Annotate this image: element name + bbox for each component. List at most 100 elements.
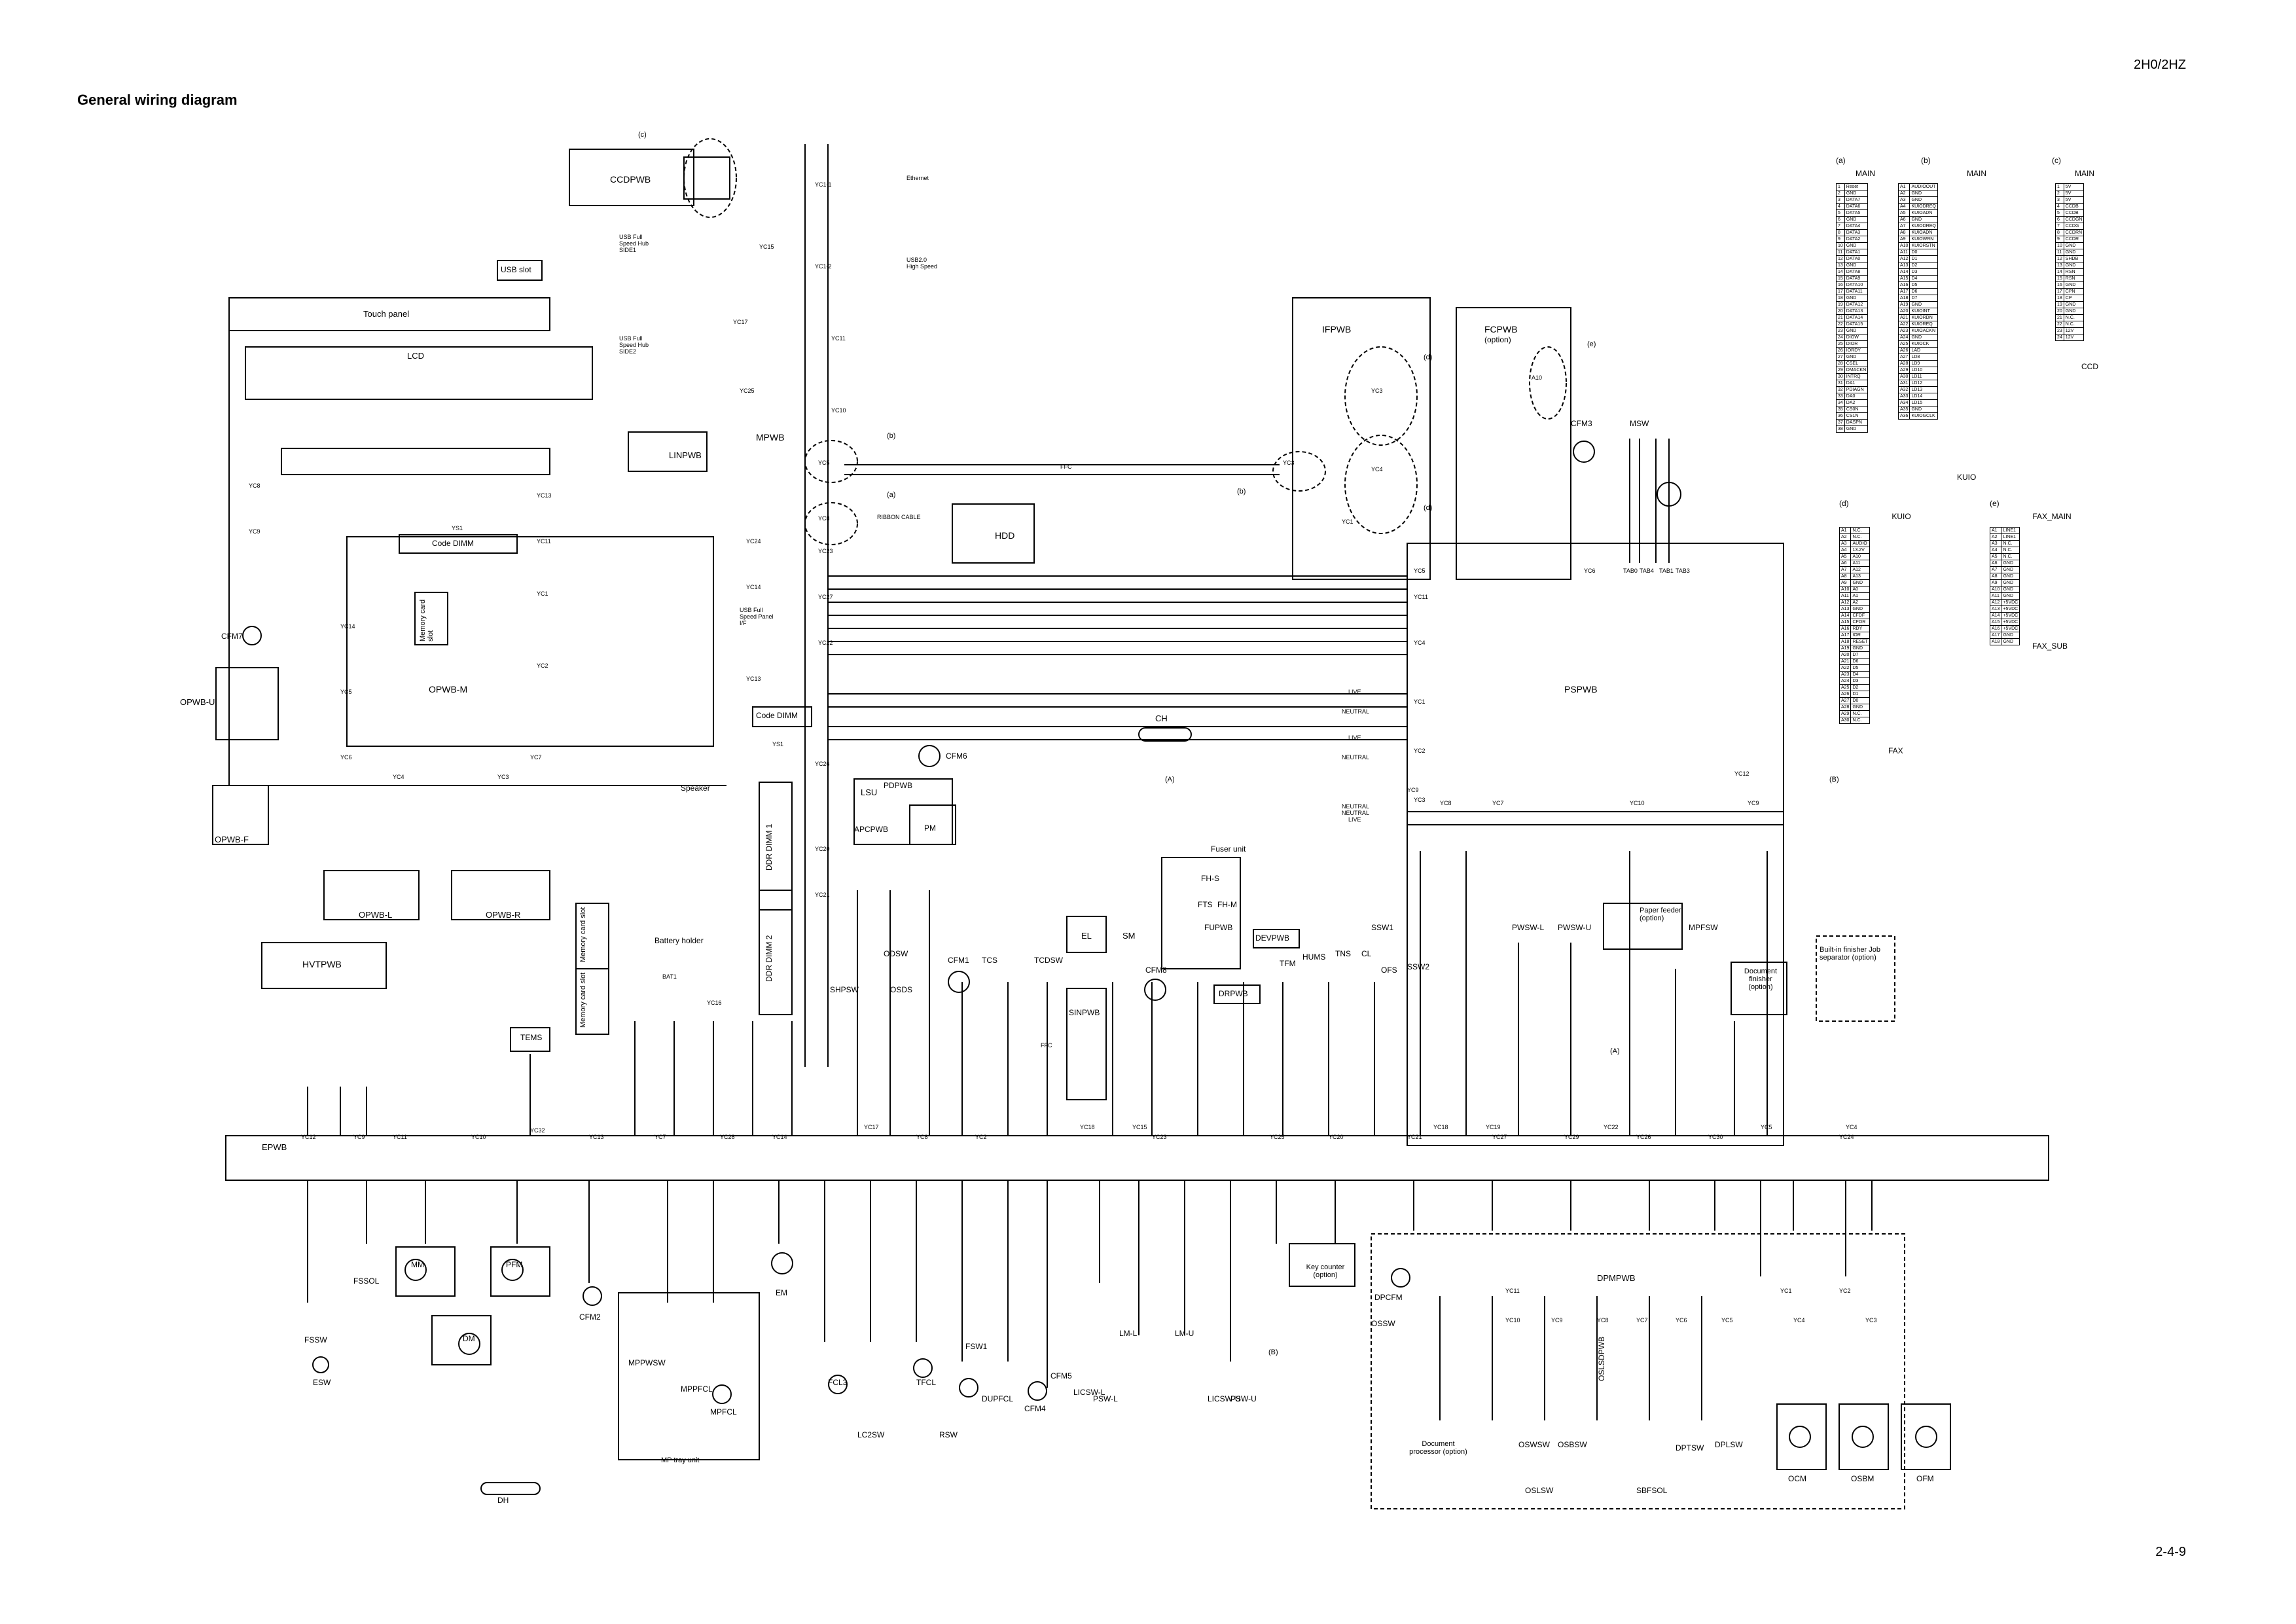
table-cell: 38 — [1836, 425, 1845, 433]
table-cell: KUIOWRN — [1909, 236, 1938, 243]
table-cell: A10 — [1897, 242, 1910, 249]
ddr-dimm-2-label: DDR DIMM 2 — [764, 935, 774, 982]
table-cell: 6 — [1836, 216, 1845, 223]
table-cell: 6 — [2055, 216, 2064, 223]
callout-b-2: (b) — [1237, 488, 1246, 496]
svg-text:YC26: YC26 — [815, 761, 830, 767]
table-cell: A8 — [1839, 573, 1852, 580]
table-cell: 16 — [1836, 281, 1845, 289]
table-cell: GND — [2001, 573, 2020, 580]
mm-motor — [404, 1259, 427, 1281]
table-cell: A1 — [1897, 183, 1910, 190]
svg-text:YC1: YC1 — [537, 590, 548, 597]
table-cell: 9 — [1836, 236, 1845, 243]
svg-text:YC11: YC11 — [831, 335, 846, 342]
table-cell: A30 — [1839, 717, 1852, 724]
table-cell: 34 — [1836, 399, 1845, 406]
table-cell: RDY — [1850, 625, 1870, 632]
svg-text:YC1: YC1 — [1780, 1288, 1792, 1294]
dh-heater — [480, 1482, 541, 1495]
svg-text:YC10: YC10 — [1630, 800, 1645, 806]
table-cell: DIOR — [1844, 340, 1869, 348]
table-cell: A10 — [1850, 553, 1870, 560]
svg-text:YC4: YC4 — [1793, 1317, 1805, 1324]
table-cell: KUIOREQ — [1909, 321, 1938, 328]
fuser-unit-box — [1161, 857, 1241, 969]
table-cell: INTRQ — [1844, 373, 1869, 380]
svg-text:BAT1: BAT1 — [662, 973, 677, 980]
table-cell: 23 — [1836, 327, 1845, 334]
table-cell: GND — [1850, 645, 1870, 652]
pfm-motor — [501, 1259, 524, 1281]
svg-text:YC27: YC27 — [818, 594, 833, 600]
svg-text:YC9: YC9 — [353, 1134, 365, 1140]
table-cell: A5 — [1897, 209, 1910, 217]
table-cell: N.C. — [1850, 710, 1870, 717]
table-cell: CFDF — [1850, 612, 1870, 619]
component-label-cfm2: CFM2 — [579, 1312, 601, 1322]
table-cell: GND — [2063, 242, 2085, 249]
table-cell: A11 — [1989, 592, 2002, 600]
callout-b-1: (b) — [887, 432, 896, 440]
svg-text:TAB1: TAB1 — [1659, 568, 1674, 574]
table-cell: A2 — [1839, 533, 1852, 541]
table-cell: KUIOINT — [1909, 308, 1938, 315]
table-cell: DIOW — [1844, 334, 1869, 341]
component-label-tcs: TCS — [982, 956, 997, 965]
ccdpwb-label: CCDPWB — [610, 174, 651, 185]
component-label-shpsw: SHPSW — [830, 985, 859, 994]
sinpwb-label: SINPWB — [1069, 1008, 1100, 1017]
svg-text:YC11: YC11 — [1505, 1288, 1520, 1294]
table-cell: 32 — [1836, 386, 1845, 393]
component-label-cl: CL — [1361, 949, 1372, 958]
pm-box — [909, 804, 956, 845]
table-cell: 20 — [1836, 308, 1845, 315]
svg-text:YC11: YC11 — [537, 538, 551, 545]
table-cell: GND — [1909, 196, 1938, 204]
component-label-dupfcl: DUPFCL — [982, 1394, 1014, 1403]
table-cell: D0 — [1909, 249, 1938, 256]
table-cell: CSEL — [1844, 360, 1869, 367]
table-cell: GND — [1844, 327, 1869, 334]
table-cell: GND — [1844, 295, 1869, 302]
callout-a-1: (a) — [887, 491, 896, 499]
table-cell: RESET — [1850, 638, 1870, 645]
table-cell: KUIORSTN — [1909, 242, 1938, 249]
component-label-esw: ESW — [313, 1378, 331, 1387]
opwb-r-label: OPWB-R — [486, 910, 521, 920]
table-cell: A12 — [1850, 566, 1870, 573]
table-b-title: MAIN — [1967, 169, 1986, 178]
table-c-head: (c) — [2052, 156, 2061, 165]
table-cell: 8 — [1836, 229, 1845, 236]
svg-text:YC8: YC8 — [818, 515, 830, 522]
svg-text:USB Full: USB Full — [619, 335, 643, 342]
table-cell: 4 — [2055, 203, 2064, 210]
table-cell: A13 — [1897, 262, 1910, 269]
svg-text:YC23: YC23 — [818, 548, 833, 554]
